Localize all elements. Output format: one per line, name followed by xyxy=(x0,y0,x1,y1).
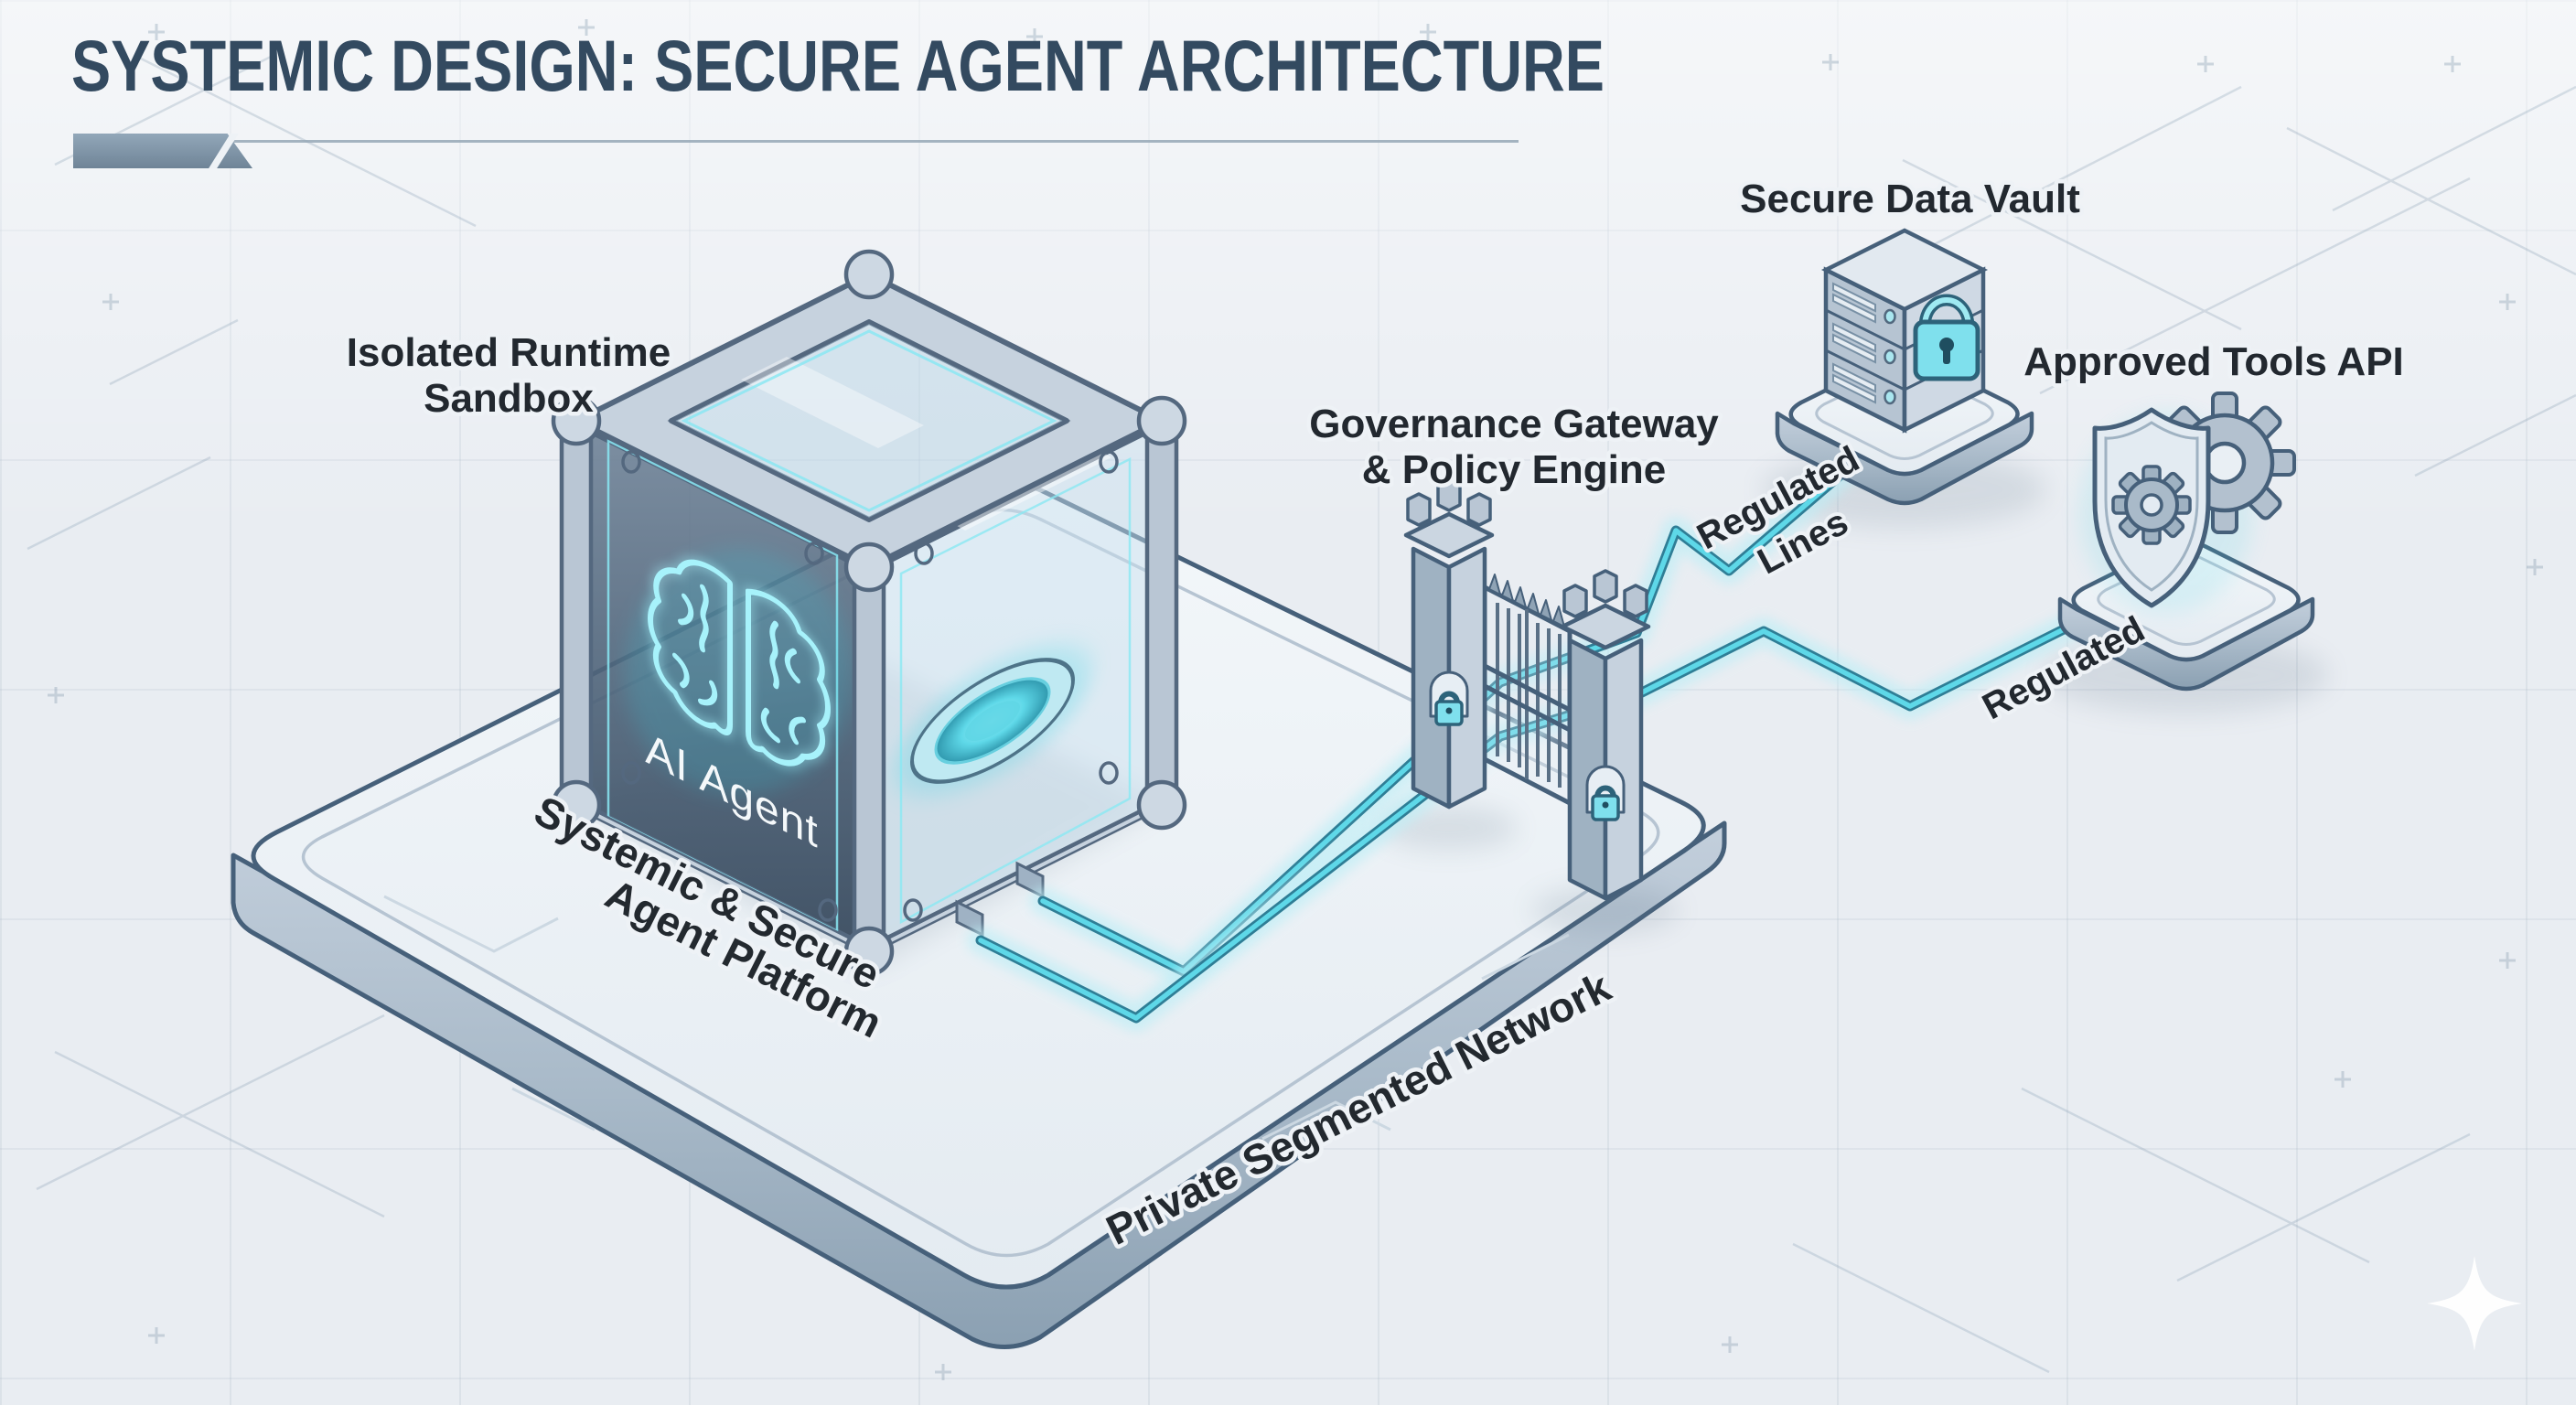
cube-corner-brackets xyxy=(551,249,1187,977)
vault-label: Secure Data Vault xyxy=(1740,177,2080,221)
grid-plus-marks xyxy=(48,19,2543,1380)
padlock-icon xyxy=(1913,294,1980,381)
governance-gate xyxy=(1403,477,1651,901)
energy-disc xyxy=(894,645,1091,797)
server-stack-icon xyxy=(1820,228,1989,434)
cube-top-face xyxy=(574,272,1165,570)
page-title-text: SYSTEMIC DESIGN: SECURE AGENT ARCHITECTU… xyxy=(71,25,1605,106)
platform-surface-traces xyxy=(383,895,1570,1141)
brain-icon xyxy=(648,559,831,767)
tools-api-label: Approved Tools API xyxy=(2023,339,2404,384)
sandbox-label-line1: Isolated Runtime xyxy=(347,330,671,375)
gateway-label-line2: & Policy Engine xyxy=(1362,447,1667,492)
gate-spikes xyxy=(1488,574,1565,627)
cube-rivets xyxy=(621,450,1119,922)
padlock-icon xyxy=(1429,670,1469,726)
sandbox-label-line2: Sandbox xyxy=(424,376,594,421)
castle-tower-icon-left xyxy=(1403,477,1495,810)
shield-icon xyxy=(2092,407,2211,608)
cube-ports xyxy=(955,861,1045,938)
tools-api-node xyxy=(2057,391,2315,692)
isometric-grid xyxy=(27,53,2576,1374)
title-underline xyxy=(73,140,1519,143)
sparkle-icon xyxy=(2427,1256,2522,1351)
shield-gear-glyph xyxy=(2111,465,2192,545)
page-title: SYSTEMIC DESIGN: SECURE AGENT ARCHITECTU… xyxy=(71,24,1941,108)
agent-cube: AI Agent xyxy=(551,249,1187,977)
cube-left-face: AI Agent xyxy=(587,427,858,945)
gateway-label-line1: Governance Gateway xyxy=(1309,402,1719,446)
castle-tower-icon-right xyxy=(1560,569,1651,901)
vault-node xyxy=(1775,228,2034,506)
padlock-icon xyxy=(1585,765,1626,821)
